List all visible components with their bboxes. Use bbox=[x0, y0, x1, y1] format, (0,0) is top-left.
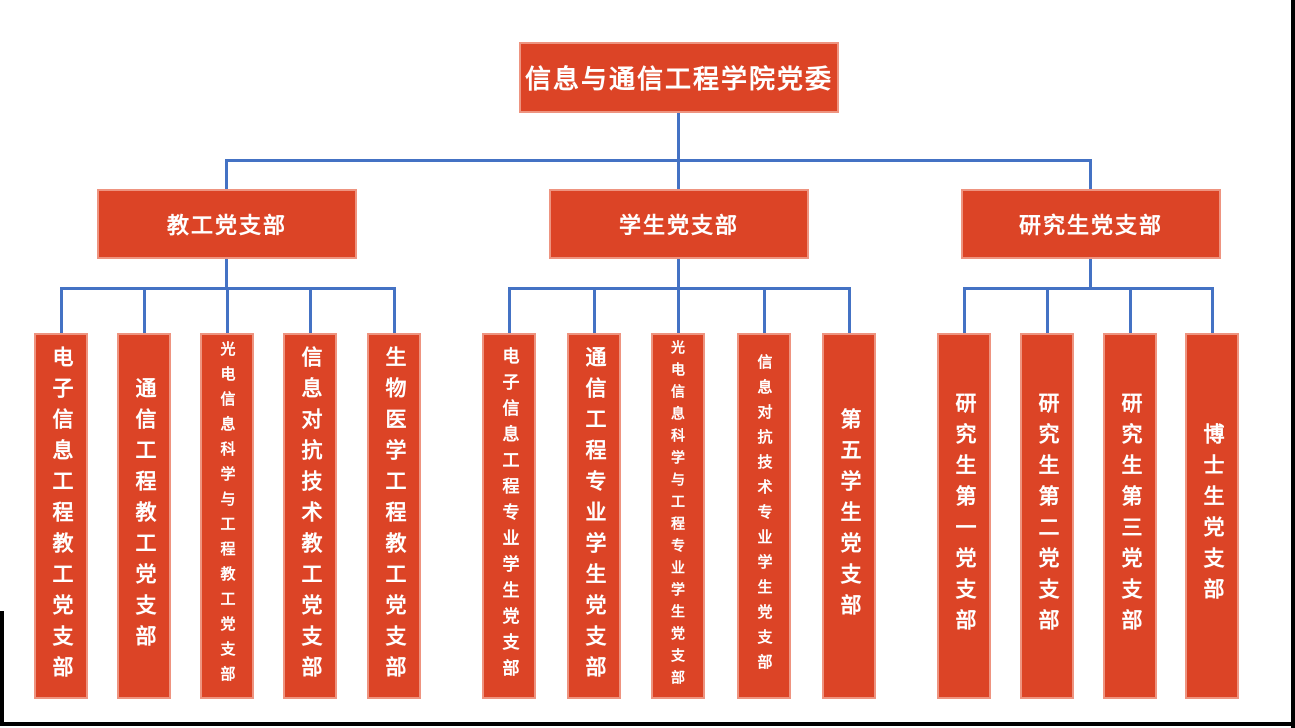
leaf-node: 电子信息工程教工党支部 bbox=[34, 333, 88, 699]
connector-branch2-stem bbox=[1089, 259, 1092, 288]
connector-drop-leaf bbox=[593, 287, 596, 333]
root-node: 信息与通信工程学院党委 bbox=[519, 42, 839, 113]
leaf-node-label: 信息对抗技术专业学生党支部 bbox=[755, 353, 773, 679]
branch-node-graduate: 研究生党支部 bbox=[961, 189, 1221, 259]
leaf-node-label: 博士生党支部 bbox=[1201, 423, 1224, 609]
leaf-node: 通信工程专业学生党支部 bbox=[567, 333, 621, 699]
connector-drop-leaf bbox=[1046, 287, 1049, 333]
branch-node-label: 教工党支部 bbox=[166, 213, 287, 238]
leaf-node: 光电信息科学与工程专业学生党支部 bbox=[651, 333, 705, 699]
leaf-node: 研究生第一党支部 bbox=[937, 333, 991, 699]
connector-drop-leaf bbox=[1211, 287, 1214, 333]
connector-branch1-stem bbox=[677, 259, 680, 288]
frame-border-right bbox=[1291, 0, 1295, 728]
leaf-node: 研究生第三党支部 bbox=[1103, 333, 1157, 699]
leaf-node-label: 通信工程教工党支部 bbox=[133, 376, 156, 656]
connector-branch2-rail bbox=[963, 287, 1213, 290]
leaf-node: 生物医学工程教工党支部 bbox=[367, 333, 421, 699]
branch-node-label: 研究生党支部 bbox=[1018, 213, 1163, 238]
branch-node-label: 学生党支部 bbox=[618, 213, 739, 238]
leaf-node-label: 光电信息科学与工程专业学生党支部 bbox=[670, 340, 686, 692]
leaf-node: 信息对抗技术教工党支部 bbox=[283, 333, 337, 699]
leaf-node: 电子信息工程专业学生党支部 bbox=[482, 333, 536, 699]
leaf-node-label: 研究生第二党支部 bbox=[1036, 392, 1059, 640]
branch-node-faculty: 教工党支部 bbox=[97, 189, 357, 259]
leaf-node-label: 信息对抗技术教工党支部 bbox=[299, 345, 322, 687]
leaf-node: 信息对抗技术专业学生党支部 bbox=[737, 333, 791, 699]
connector-drop-leaf bbox=[508, 287, 511, 333]
leaf-node: 通信工程教工党支部 bbox=[117, 333, 171, 699]
leaf-node-label: 通信工程专业学生党支部 bbox=[583, 345, 606, 687]
leaf-node: 博士生党支部 bbox=[1185, 333, 1239, 699]
connector-drop-leaf bbox=[963, 287, 966, 333]
connector-drop-leaf bbox=[226, 287, 229, 333]
connector-drop-leaf bbox=[1129, 287, 1132, 333]
leaf-node: 研究生第二党支部 bbox=[1020, 333, 1074, 699]
leaf-node: 光电信息科学与工程教工党支部 bbox=[200, 333, 254, 699]
connector-drop-leaf bbox=[848, 287, 851, 333]
connector-drop-leaf bbox=[143, 287, 146, 333]
leaf-node-label: 电子信息工程教工党支部 bbox=[50, 345, 73, 687]
frame-border-bottom bbox=[0, 722, 1295, 726]
connector-drop-leaf bbox=[677, 287, 680, 333]
connector-drop-branch-1 bbox=[677, 159, 680, 189]
frame-border-left-partial bbox=[0, 611, 4, 726]
connector-drop-branch-0 bbox=[225, 159, 228, 189]
connector-branch0-stem bbox=[225, 259, 228, 288]
root-node-label: 信息与通信工程学院党委 bbox=[524, 64, 833, 94]
connector-drop-leaf bbox=[60, 287, 63, 333]
connector-drop-leaf bbox=[393, 287, 396, 333]
leaf-node-label: 电子信息工程专业学生党支部 bbox=[499, 347, 519, 685]
leaf-node-label: 研究生第一党支部 bbox=[953, 392, 976, 640]
leaf-node-label: 生物医学工程教工党支部 bbox=[383, 345, 406, 687]
leaf-node-label: 光电信息科学与工程教工党支部 bbox=[218, 341, 236, 691]
connector-drop-leaf bbox=[763, 287, 766, 333]
branch-node-students: 学生党支部 bbox=[549, 189, 809, 259]
connector-drop-leaf bbox=[309, 287, 312, 333]
leaf-node-label: 第五学生党支部 bbox=[838, 407, 861, 625]
leaf-node-label: 研究生第三党支部 bbox=[1119, 392, 1142, 640]
leaf-node: 第五学生党支部 bbox=[822, 333, 876, 699]
connector-root-rail bbox=[225, 159, 1092, 162]
connector-drop-branch-2 bbox=[1089, 159, 1092, 189]
connector-root-stem bbox=[677, 113, 680, 160]
